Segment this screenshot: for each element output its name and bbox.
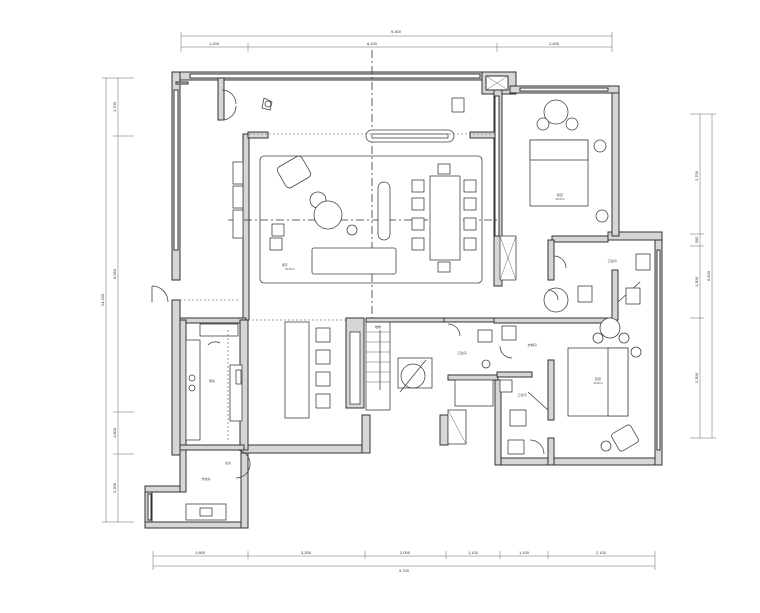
label-bath-center: 卫生间 <box>457 350 466 355</box>
kitchen: 厨房 <box>185 323 243 442</box>
dim-bottom-4: 1,100 <box>468 550 479 555</box>
dim-left-2: 6,050 <box>112 268 117 279</box>
dim-top-total: 9,300 <box>391 29 402 34</box>
dim-top-2: 6,100 <box>367 41 378 46</box>
living-dining-area: 客厅 52.8m² <box>232 97 495 284</box>
label-kitchen: 厨房 <box>209 378 215 383</box>
right-bathroom: 卫生间 <box>543 253 651 313</box>
island-counter <box>284 321 361 419</box>
dim-left-3: 1,800 <box>112 427 117 438</box>
dim-left-1: 1,700 <box>112 101 117 112</box>
label-closet: 衣帽间 <box>527 342 536 347</box>
bottom-dimension-lines: 1,800 3,200 2,000 1,100 1,100 2,100 9,70… <box>152 550 656 573</box>
dim-bottom-3: 2,000 <box>400 550 411 555</box>
left-dimension-lines: 14,200 1,700 6,050 1,800 2,200 <box>100 77 134 523</box>
lower-bedroom: 卧室 16.8m² 衣帽间 <box>501 317 642 452</box>
dim-right-total: 6,600 <box>706 270 711 281</box>
dim-bottom-6: 2,100 <box>596 550 607 555</box>
label-living-area: 52.8m² <box>285 267 294 271</box>
label-bed-upper: 卧室 <box>557 192 563 197</box>
dim-left-total: 14,200 <box>100 293 105 306</box>
staircase: 楼梯 <box>365 321 433 411</box>
lower-bathroom: 卫生间 <box>499 379 549 455</box>
dim-right-2: 300 <box>694 236 699 243</box>
dim-bottom-total: 9,700 <box>399 568 410 573</box>
window-bands <box>147 73 661 521</box>
center-bathroom: 卫生间 <box>447 329 494 445</box>
label-entry: 玄关 <box>225 460 231 465</box>
dim-top-1: 1,200 <box>209 41 220 46</box>
label-bath-right: 卫生间 <box>607 258 616 263</box>
dim-right-1: 2,700 <box>694 170 699 181</box>
dim-top-3: 2,400 <box>549 41 560 46</box>
label-living: 客厅 <box>282 262 288 267</box>
label-stair: 楼梯 <box>375 324 381 329</box>
dim-left-4: 2,200 <box>112 482 117 493</box>
shaft <box>485 75 509 91</box>
dim-bottom-1: 1,800 <box>195 550 206 555</box>
label-bed-lower: 卧室 <box>595 376 601 381</box>
dim-bottom-2: 3,200 <box>301 550 312 555</box>
upper-bedroom: 卧室 15.6m² <box>499 99 609 281</box>
dim-bottom-5: 1,100 <box>519 550 530 555</box>
dim-right-3: 1,300 <box>694 276 699 287</box>
top-dimension-lines: 9,300 1,200 6,100 2,400 <box>180 29 613 52</box>
label-bath-lower: 卫生间 <box>517 392 526 397</box>
door-swings <box>180 255 567 479</box>
right-dimension-lines: 2,700 300 1,300 2,300 6,600 <box>690 113 716 439</box>
dim-right-4: 2,300 <box>694 372 699 383</box>
label-bed-lower-area: 16.8m² <box>593 381 602 385</box>
label-laundry: 洗衣房 <box>201 476 210 481</box>
entry-laundry: 洗衣房 玄关 <box>151 89 237 521</box>
label-bed-upper-area: 15.6m² <box>555 197 564 201</box>
